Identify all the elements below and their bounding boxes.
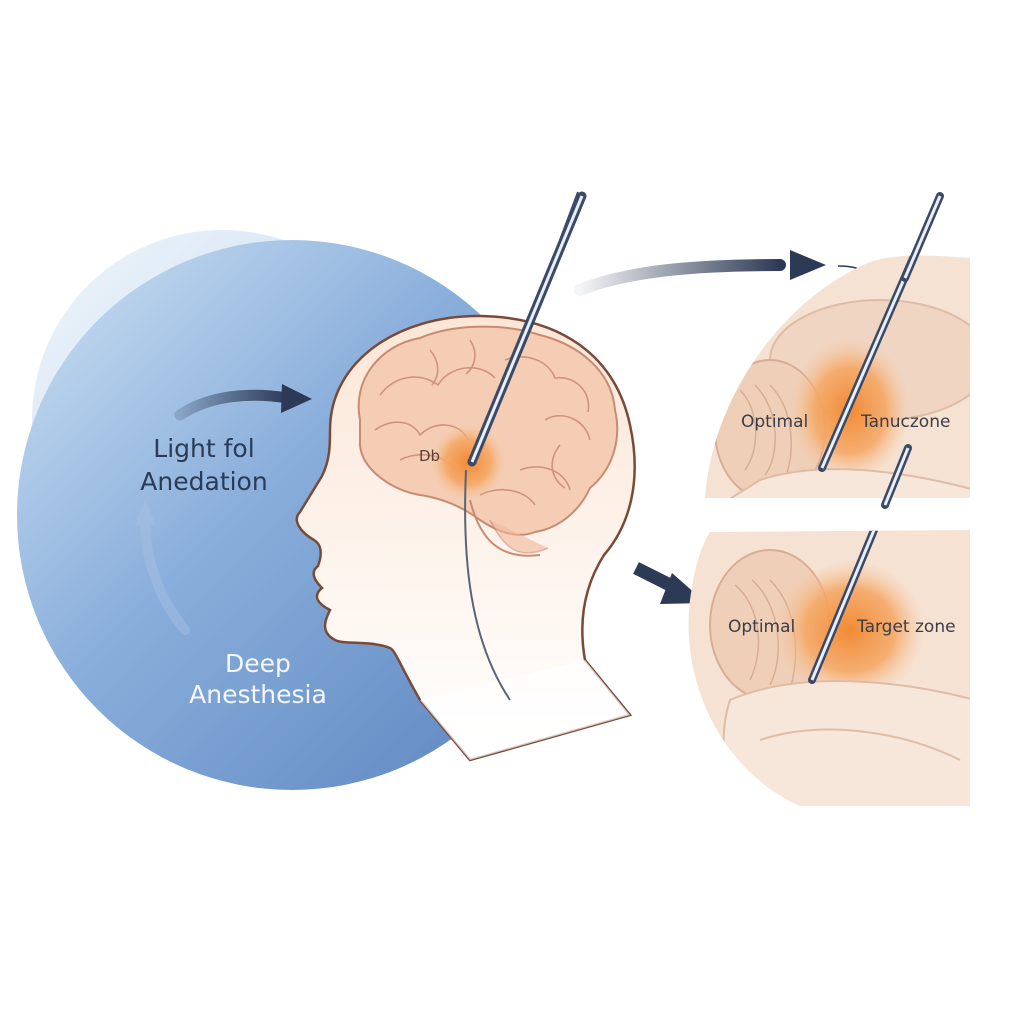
zoom-top-right-label: Tanuczone xyxy=(861,412,951,432)
probe-tip-label: Db xyxy=(419,447,441,465)
zoom-panel-bottom xyxy=(688,530,970,806)
zoom-bottom-left-label: Optimal xyxy=(728,617,796,637)
cycle-label-top-line1: Light fol xyxy=(153,434,255,463)
zoom-bottom-right-label: Target zone xyxy=(857,617,956,637)
cycle-label-bottom: Deep Anesthesia xyxy=(158,648,358,710)
cycle-label-bottom-line1: Deep xyxy=(225,649,291,678)
zoom-top-arrow-icon xyxy=(574,250,867,296)
zoom-top-left-label: Optimal xyxy=(741,412,809,432)
cycle-arrow-icon xyxy=(174,384,312,421)
cycle-label-top: Light fol Anedation xyxy=(104,432,304,498)
cycle-return-arrow-icon xyxy=(135,500,190,635)
cycle-label-bottom-line2: Anesthesia xyxy=(189,680,327,709)
lead-wire xyxy=(464,469,511,701)
zoom-panel-top xyxy=(705,255,970,498)
cycle-label-top-line2: Anedation xyxy=(140,467,268,496)
electrode-probe xyxy=(467,191,587,467)
